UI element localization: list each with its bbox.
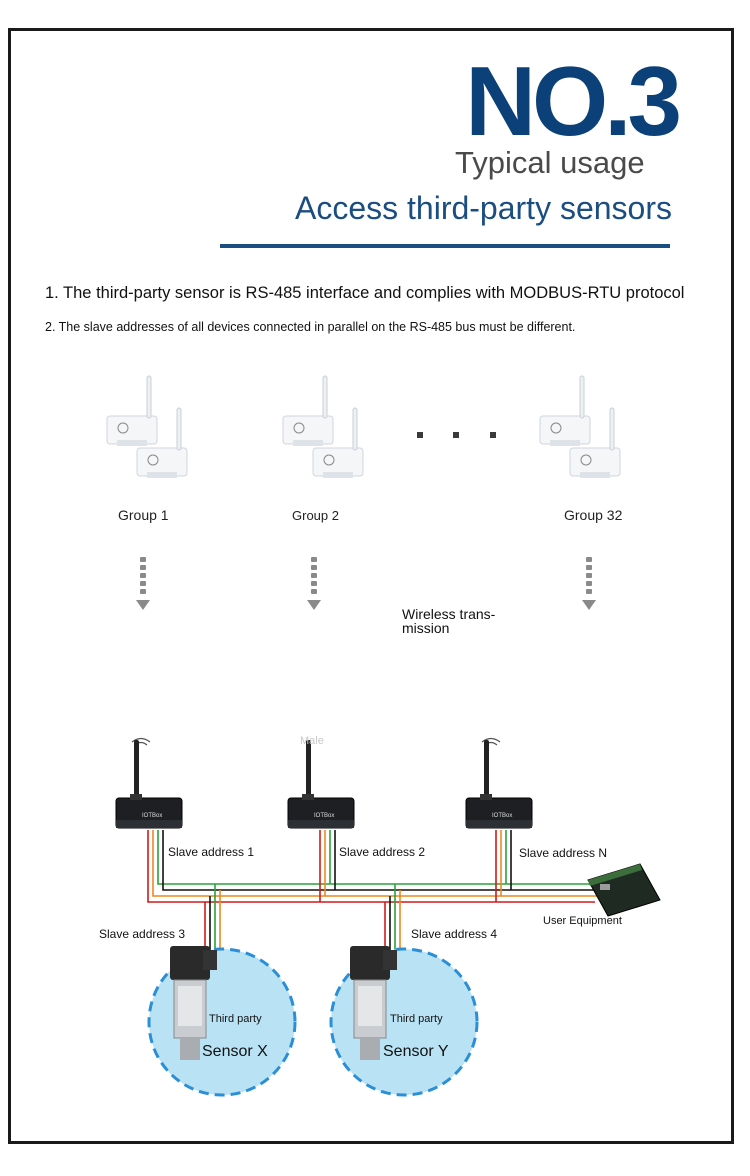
slave-address-4-label: Slave address 4 bbox=[411, 927, 498, 941]
pressure-sensor-x bbox=[170, 946, 217, 1060]
group-1-devices bbox=[106, 375, 188, 479]
note-protocol: 1. The third-party sensor is RS-485 inte… bbox=[45, 284, 685, 302]
slave-address-3-label: Slave address 3 bbox=[99, 927, 186, 941]
group-label-32: Group 32 bbox=[564, 507, 623, 523]
faint-watermark-label: Male bbox=[300, 735, 324, 747]
sensor-x-caption: Third party bbox=[209, 1013, 262, 1025]
arrow-down-icon bbox=[307, 557, 321, 610]
gateway-brand-label: IOTBox bbox=[492, 813, 512, 819]
arrow-down-icon bbox=[136, 557, 150, 610]
group-32-devices bbox=[539, 375, 621, 479]
ellipsis-dots bbox=[417, 432, 496, 438]
section-subtitle: Typical usage bbox=[455, 145, 645, 180]
gateway-brand-label: IOTBox bbox=[142, 813, 162, 819]
slave-address-1-label: Slave address 1 bbox=[168, 845, 255, 859]
heading-divider bbox=[220, 244, 670, 248]
note-slave-address: 2. The slave addresses of all devices co… bbox=[45, 320, 576, 334]
pressure-sensor-y bbox=[350, 946, 397, 1060]
slave-address-2-label: Slave address 2 bbox=[339, 845, 426, 859]
sensor-x-name: Sensor X bbox=[202, 1043, 268, 1060]
sensor-y-name: Sensor Y bbox=[383, 1043, 449, 1060]
group-2-devices bbox=[282, 375, 364, 479]
rs485-bus-wires bbox=[147, 830, 600, 950]
sensor-y-caption: Third party bbox=[390, 1013, 443, 1025]
user-equipment-device bbox=[587, 863, 661, 917]
user-equipment-label: User Equipment bbox=[543, 915, 622, 927]
group-label-2: Group 2 bbox=[292, 508, 339, 523]
arrow-down-icon bbox=[582, 557, 596, 610]
page-number-title: NO.3 bbox=[465, 46, 682, 156]
group-label-1: Group 1 bbox=[118, 507, 169, 523]
section-heading: Access third-party sensors bbox=[294, 190, 672, 226]
slave-address-n-label: Slave address N bbox=[519, 846, 608, 860]
gateway-brand-label: IOTBox bbox=[314, 813, 334, 819]
wireless-transmission-label: Wireless trans- mission bbox=[402, 606, 496, 636]
